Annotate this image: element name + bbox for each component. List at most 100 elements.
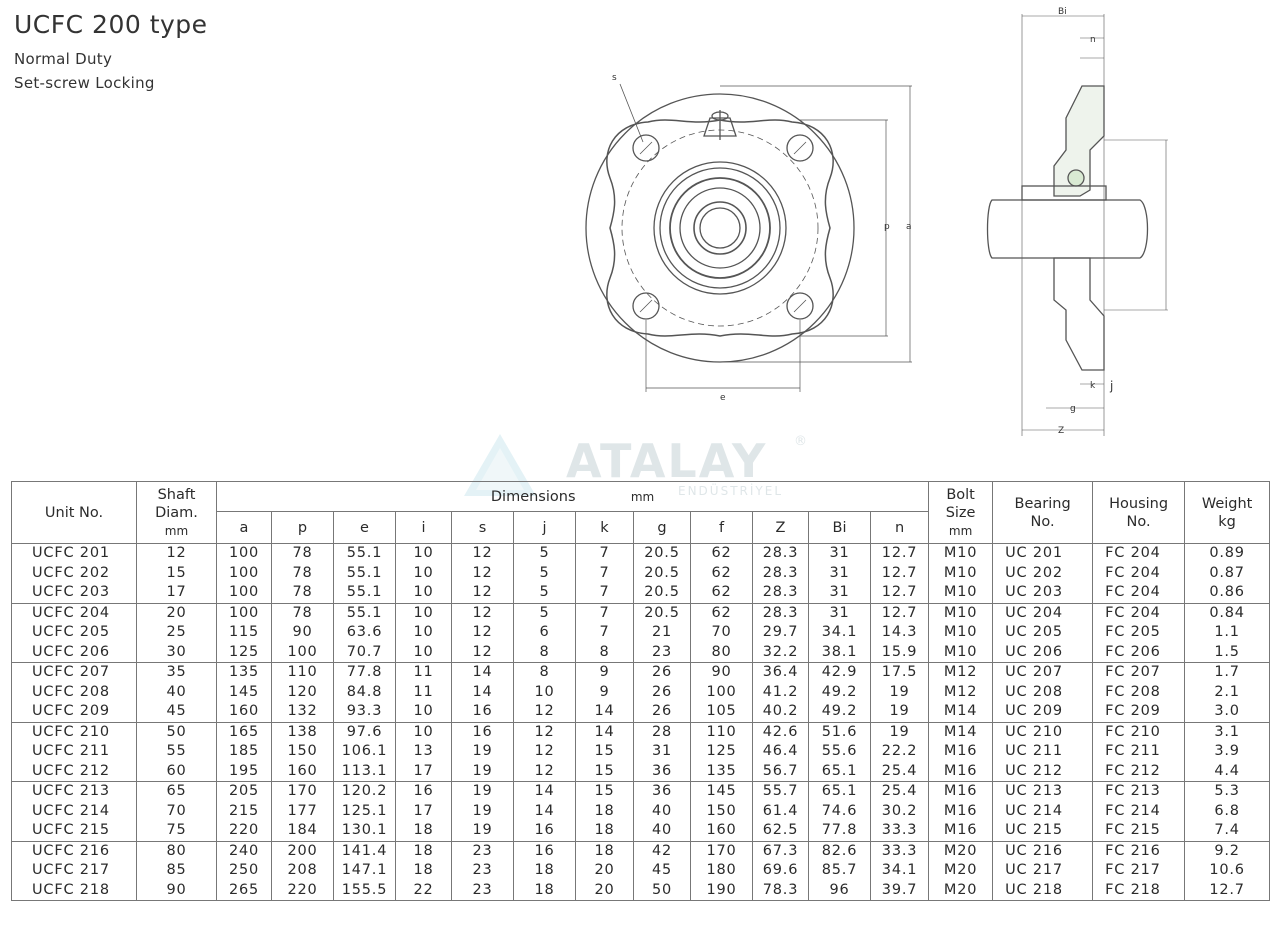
- col-a: a: [216, 511, 272, 544]
- table-cell: FC 204: [1092, 563, 1186, 583]
- table-cell: UCFC 204: [11, 602, 137, 623]
- table-cell: 7: [575, 543, 634, 564]
- table-cell: UCFC 201: [11, 543, 137, 564]
- front-view: [585, 83, 912, 392]
- subtitle-normal-duty: Normal Duty: [14, 50, 113, 68]
- table-cell: FC 208: [1092, 682, 1186, 702]
- table-cell: 69.6: [752, 861, 809, 881]
- table-cell: 3.1: [1184, 721, 1271, 742]
- table-cell: 10: [395, 721, 452, 742]
- table-cell: 96: [808, 880, 871, 901]
- table-cell: 26: [633, 682, 691, 702]
- table-cell: UC 215: [992, 821, 1094, 841]
- table-cell: FC 216: [1092, 840, 1186, 861]
- table-cell: 10: [513, 682, 576, 702]
- table-cell: 9: [575, 662, 634, 683]
- table-cell: 28: [633, 721, 691, 742]
- table-cell: 165: [216, 721, 272, 742]
- table-cell: 31: [808, 583, 871, 603]
- table-cell: 18: [575, 821, 634, 841]
- table-cell: 7: [575, 563, 634, 583]
- watermark-registered: ®: [794, 434, 807, 449]
- table-cell: 25: [136, 623, 217, 643]
- table-cell: 14.3: [869, 623, 930, 643]
- table-cell: M16: [928, 761, 994, 782]
- table-cell: 42.6: [752, 721, 809, 742]
- table-cell: 61.4: [752, 801, 809, 821]
- table-cell: 12: [136, 543, 217, 564]
- table-cell: 7: [575, 602, 634, 623]
- table-cell: FC 212: [1092, 761, 1186, 782]
- table-cell: 115: [216, 623, 272, 643]
- table-cell: 100: [216, 563, 272, 583]
- table-cell: 190: [690, 880, 753, 901]
- table-cell: 78: [271, 602, 334, 623]
- table-cell: 36: [633, 781, 691, 802]
- table-cell: 50: [633, 880, 691, 901]
- table-cell: 49.2: [808, 702, 871, 722]
- table-cell: 93.3: [333, 702, 396, 722]
- table-cell: 51.6: [808, 721, 871, 742]
- table-cell: 1.5: [1184, 642, 1271, 663]
- table-cell: 60: [136, 761, 217, 782]
- table-cell: 4.4: [1184, 761, 1271, 782]
- table-cell: 16: [513, 821, 576, 841]
- table-cell: 78.3: [752, 880, 809, 901]
- table-cell: 170: [690, 840, 753, 861]
- table-cell: 62: [690, 543, 753, 564]
- table-cell: 55.1: [333, 602, 396, 623]
- col-s: s: [451, 511, 514, 544]
- table-cell: UCFC 207: [11, 662, 137, 683]
- table-cell: 42: [633, 840, 691, 861]
- table-cell: UCFC 216: [11, 840, 137, 861]
- table-cell: 10: [395, 543, 452, 564]
- table-cell: 56.7: [752, 761, 809, 782]
- table-cell: M20: [928, 840, 994, 861]
- table-cell: 55.7: [752, 781, 809, 802]
- table-cell: 30: [136, 642, 217, 663]
- table-cell: UCFC 211: [11, 742, 137, 762]
- table-cell: 19: [869, 721, 930, 742]
- table-cell: 25.4: [869, 761, 930, 782]
- table-cell: 15: [575, 761, 634, 782]
- table-cell: 0.86: [1184, 583, 1271, 603]
- table-cell: 30.2: [869, 801, 930, 821]
- table-cell: UC 211: [992, 742, 1094, 762]
- table-cell: 65: [136, 781, 217, 802]
- table-cell: 10.6: [1184, 861, 1271, 881]
- table-cell: 55.1: [333, 563, 396, 583]
- table-cell: 19: [451, 742, 514, 762]
- table-cell: 110: [690, 721, 753, 742]
- col-f: f: [690, 511, 753, 544]
- table-cell: 39.7: [869, 880, 930, 901]
- table-cell: 12: [451, 623, 514, 643]
- col-k: k: [575, 511, 634, 544]
- label-a: a: [906, 222, 912, 232]
- table-cell: 5: [513, 543, 576, 564]
- table-cell: 62: [690, 583, 753, 603]
- table-cell: UC 203: [992, 583, 1094, 603]
- table-cell: 31: [808, 543, 871, 564]
- table-cell: 177: [271, 801, 334, 821]
- table-cell: 141.4: [333, 840, 396, 861]
- table-cell: 32.2: [752, 642, 809, 663]
- table-cell: M10: [928, 583, 994, 603]
- table-cell: M10: [928, 543, 994, 564]
- table-cell: 208: [271, 861, 334, 881]
- table-cell: M14: [928, 721, 994, 742]
- table-cell: UC 214: [992, 801, 1094, 821]
- table-cell: 160: [690, 821, 753, 841]
- table-cell: 21: [633, 623, 691, 643]
- table-cell: 100: [271, 642, 334, 663]
- table-cell: 12: [451, 543, 514, 564]
- table-cell: 46.4: [752, 742, 809, 762]
- table-cell: 62.5: [752, 821, 809, 841]
- table-cell: 22.2: [869, 742, 930, 762]
